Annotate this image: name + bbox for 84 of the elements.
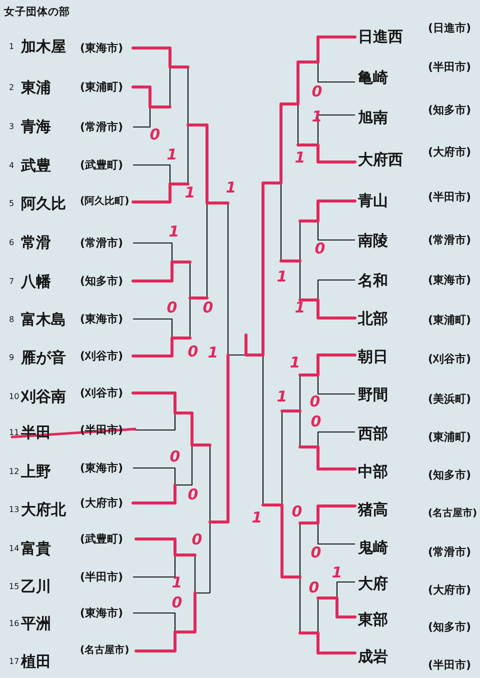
- seed-number: 17: [9, 658, 20, 666]
- team-name: 富木島: [21, 312, 66, 328]
- city-name: (半田市): [428, 660, 472, 670]
- city-name: (東海市): [428, 274, 472, 286]
- city-name: (常滑市): [428, 234, 472, 246]
- city-name: (東浦町): [428, 432, 472, 442]
- city-name: (名古屋市): [428, 509, 478, 519]
- team-name: 植田: [21, 654, 51, 670]
- city-name: (武豊町): [80, 534, 124, 544]
- seed-number: 11: [9, 429, 20, 437]
- city-name: (知多市): [428, 104, 472, 116]
- city-name: (半田市): [80, 572, 124, 582]
- city-name: (大府市): [428, 584, 472, 596]
- seed-number: 6: [9, 239, 14, 247]
- seed-number: 8: [9, 316, 14, 324]
- team-name: 青山: [358, 194, 388, 208]
- team-name: 八幡: [21, 274, 51, 290]
- team-name: 東浦: [21, 80, 51, 96]
- team-name: 名和: [358, 274, 388, 288]
- seed-number: 12: [9, 468, 20, 476]
- team-name: 朝日: [358, 350, 388, 364]
- seed-number: 16: [9, 620, 20, 628]
- team-name: 日進西: [358, 30, 403, 44]
- team-name: 富貴: [21, 542, 51, 556]
- team-name: 大府: [358, 576, 388, 592]
- city-name: (東浦町): [428, 314, 472, 326]
- title: 女子団体の部: [4, 6, 70, 18]
- city-name: (阿久比町): [80, 196, 130, 208]
- seed-number: 13: [9, 506, 20, 514]
- seed-number: 2: [9, 84, 14, 92]
- team-name: 中部: [358, 464, 388, 480]
- city-name: (常滑市): [428, 546, 472, 558]
- city-name: (大府市): [80, 498, 124, 508]
- seed-number: 9: [9, 354, 14, 362]
- city-name: (知多市): [428, 622, 472, 632]
- city-name: (東海市): [80, 314, 124, 324]
- team-name: 東部: [358, 612, 388, 628]
- city-name: (大府市): [428, 146, 472, 158]
- team-name: 大府北: [21, 502, 66, 518]
- team-name: 旭南: [358, 110, 388, 126]
- team-name: 刈谷南: [21, 390, 66, 404]
- team-name: 阿久比: [21, 196, 66, 212]
- city-name: (東海市): [80, 608, 124, 618]
- team-name: 武豊: [21, 158, 51, 174]
- city-name: (知多市): [428, 470, 472, 480]
- team-name: 加木屋: [21, 40, 66, 54]
- team-name: 成岩: [358, 650, 388, 664]
- seed-number: 7: [9, 278, 14, 286]
- city-name: (常滑市): [80, 238, 124, 248]
- team-name: 野間: [358, 388, 388, 402]
- city-name: (知多市): [80, 276, 124, 286]
- city-name: (美浜町): [428, 394, 472, 404]
- team-name: 平洲: [21, 616, 51, 632]
- seed-number: 3: [9, 123, 14, 131]
- city-name: (武豊町): [80, 160, 124, 170]
- city-name: (刈谷市): [80, 388, 124, 398]
- city-name: (刈谷市): [428, 354, 472, 364]
- city-name: (東浦町): [80, 82, 124, 92]
- seed-number: 10: [9, 393, 20, 401]
- city-name: (名古屋市): [80, 646, 130, 656]
- city-name: (東海市): [80, 462, 124, 474]
- team-name: 鬼崎: [358, 540, 388, 556]
- team-name: 上野: [21, 464, 51, 480]
- city-name: (東海市): [80, 42, 124, 54]
- city-name: (刈谷市): [80, 350, 124, 362]
- team-name: 北部: [358, 312, 388, 326]
- team-name: 南陵: [358, 234, 388, 248]
- team-name: 青海: [21, 120, 51, 134]
- team-name: 亀崎: [358, 70, 388, 86]
- team-name: 西部: [358, 426, 388, 442]
- city-name: (日進市): [428, 22, 472, 34]
- team-name: 乙川: [21, 580, 51, 594]
- seed-number: 15: [9, 583, 20, 591]
- seed-number: 5: [9, 200, 14, 208]
- seed-number: 1: [9, 43, 14, 51]
- city-name: (半田市): [428, 192, 472, 202]
- seed-number: 4: [9, 162, 14, 170]
- team-name: 猪高: [358, 502, 388, 518]
- city-name: (半田市): [428, 62, 472, 72]
- team-name: 常滑: [21, 236, 51, 250]
- team-name: 大府西: [358, 152, 403, 168]
- city-name: (常滑市): [80, 122, 124, 132]
- team-name: 雁が音: [21, 350, 66, 366]
- seed-number: 14: [9, 545, 20, 553]
